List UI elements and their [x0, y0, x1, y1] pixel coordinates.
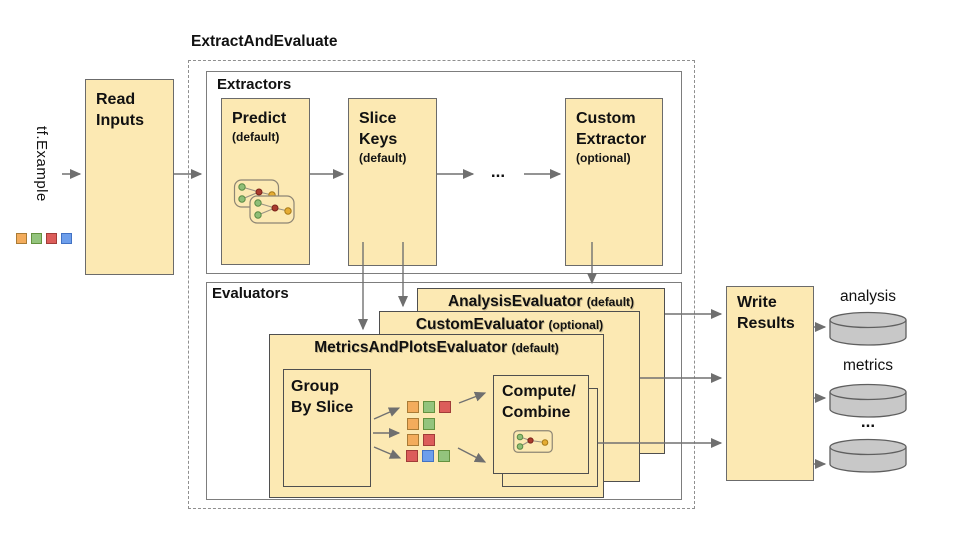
tf-example-label: tf.Example: [33, 126, 50, 202]
orange-square: [407, 401, 419, 413]
slice-row-4: [406, 450, 450, 462]
green-square: [423, 418, 435, 430]
green-square: [423, 401, 435, 413]
custom-extractor-label-line1: Custom: [576, 110, 636, 127]
compute-combine-label-line1: Compute/: [502, 383, 576, 400]
analysis-output-label: analysis: [840, 288, 896, 305]
red-square: [406, 450, 418, 462]
slice-keys-extractor-box: Slice Keys (default): [348, 98, 437, 266]
orange-square: [407, 418, 419, 430]
blue-square: [61, 233, 72, 244]
custom-evaluator-qualifier: (optional): [548, 318, 604, 332]
more-outputs-database-icon: [829, 438, 907, 473]
analysis-database-icon: [829, 311, 907, 346]
predict-graph-icon: [233, 179, 295, 224]
metrics-output-label: metrics: [843, 357, 893, 374]
orange-square: [16, 233, 27, 244]
slice-row-3: [407, 434, 435, 446]
orange-square: [407, 434, 419, 446]
diagram-title: ExtractAndEvaluate: [191, 33, 338, 50]
green-square: [31, 233, 42, 244]
predict-extractor-box: Predict (default): [221, 98, 310, 265]
compute-combine-box: Compute/ Combine: [493, 375, 589, 474]
custom-evaluator-label: CustomEvaluator: [415, 316, 545, 333]
analysis-evaluator-qualifier: (default): [586, 295, 635, 309]
write-results-label-line1: Write: [737, 294, 777, 311]
metrics-database-icon: [829, 383, 907, 418]
slice-keys-label-line1: Slice: [359, 110, 397, 127]
custom-extractor-qualifier: (optional): [576, 151, 631, 165]
compute-graph-icon: [513, 430, 553, 453]
green-square: [438, 450, 450, 462]
analysis-evaluator-label: AnalysisEvaluator: [447, 293, 583, 310]
metrics-and-plots-evaluator-qualifier: (default): [511, 341, 559, 355]
group-by-slice-box: Group By Slice: [283, 369, 371, 487]
read-inputs-box: Read Inputs: [85, 79, 174, 275]
group-by-slice-label-line2: By Slice: [291, 399, 354, 416]
evaluators-label: Evaluators: [212, 285, 289, 302]
custom-extractor-label-line2: Extractor: [576, 131, 647, 148]
red-square: [46, 233, 57, 244]
predict-qualifier: (default): [232, 130, 280, 144]
red-square: [423, 434, 435, 446]
blue-square: [422, 450, 434, 462]
extractors-label: Extractors: [217, 76, 292, 93]
group-by-slice-label-line1: Group: [291, 378, 339, 395]
red-square: [439, 401, 451, 413]
input-example-squares: [16, 233, 72, 244]
read-inputs-label-line2: Inputs: [96, 112, 144, 129]
outputs-ellipsis: ...: [860, 412, 876, 431]
extractors-ellipsis: ...: [490, 162, 506, 181]
predict-label: Predict: [232, 110, 287, 127]
write-results-label-line2: Results: [737, 315, 795, 332]
slice-row-1: [407, 401, 451, 413]
compute-combine-label-line2: Combine: [502, 404, 571, 421]
custom-extractor-box: Custom Extractor (optional): [565, 98, 663, 266]
write-results-box: Write Results: [726, 286, 814, 481]
slice-keys-qualifier: (default): [359, 151, 407, 165]
metrics-and-plots-evaluator-label: MetricsAndPlotsEvaluator: [314, 339, 508, 356]
read-inputs-label-line1: Read: [96, 91, 136, 108]
slice-keys-label-line2: Keys: [359, 131, 398, 148]
slice-row-2: [407, 418, 435, 430]
